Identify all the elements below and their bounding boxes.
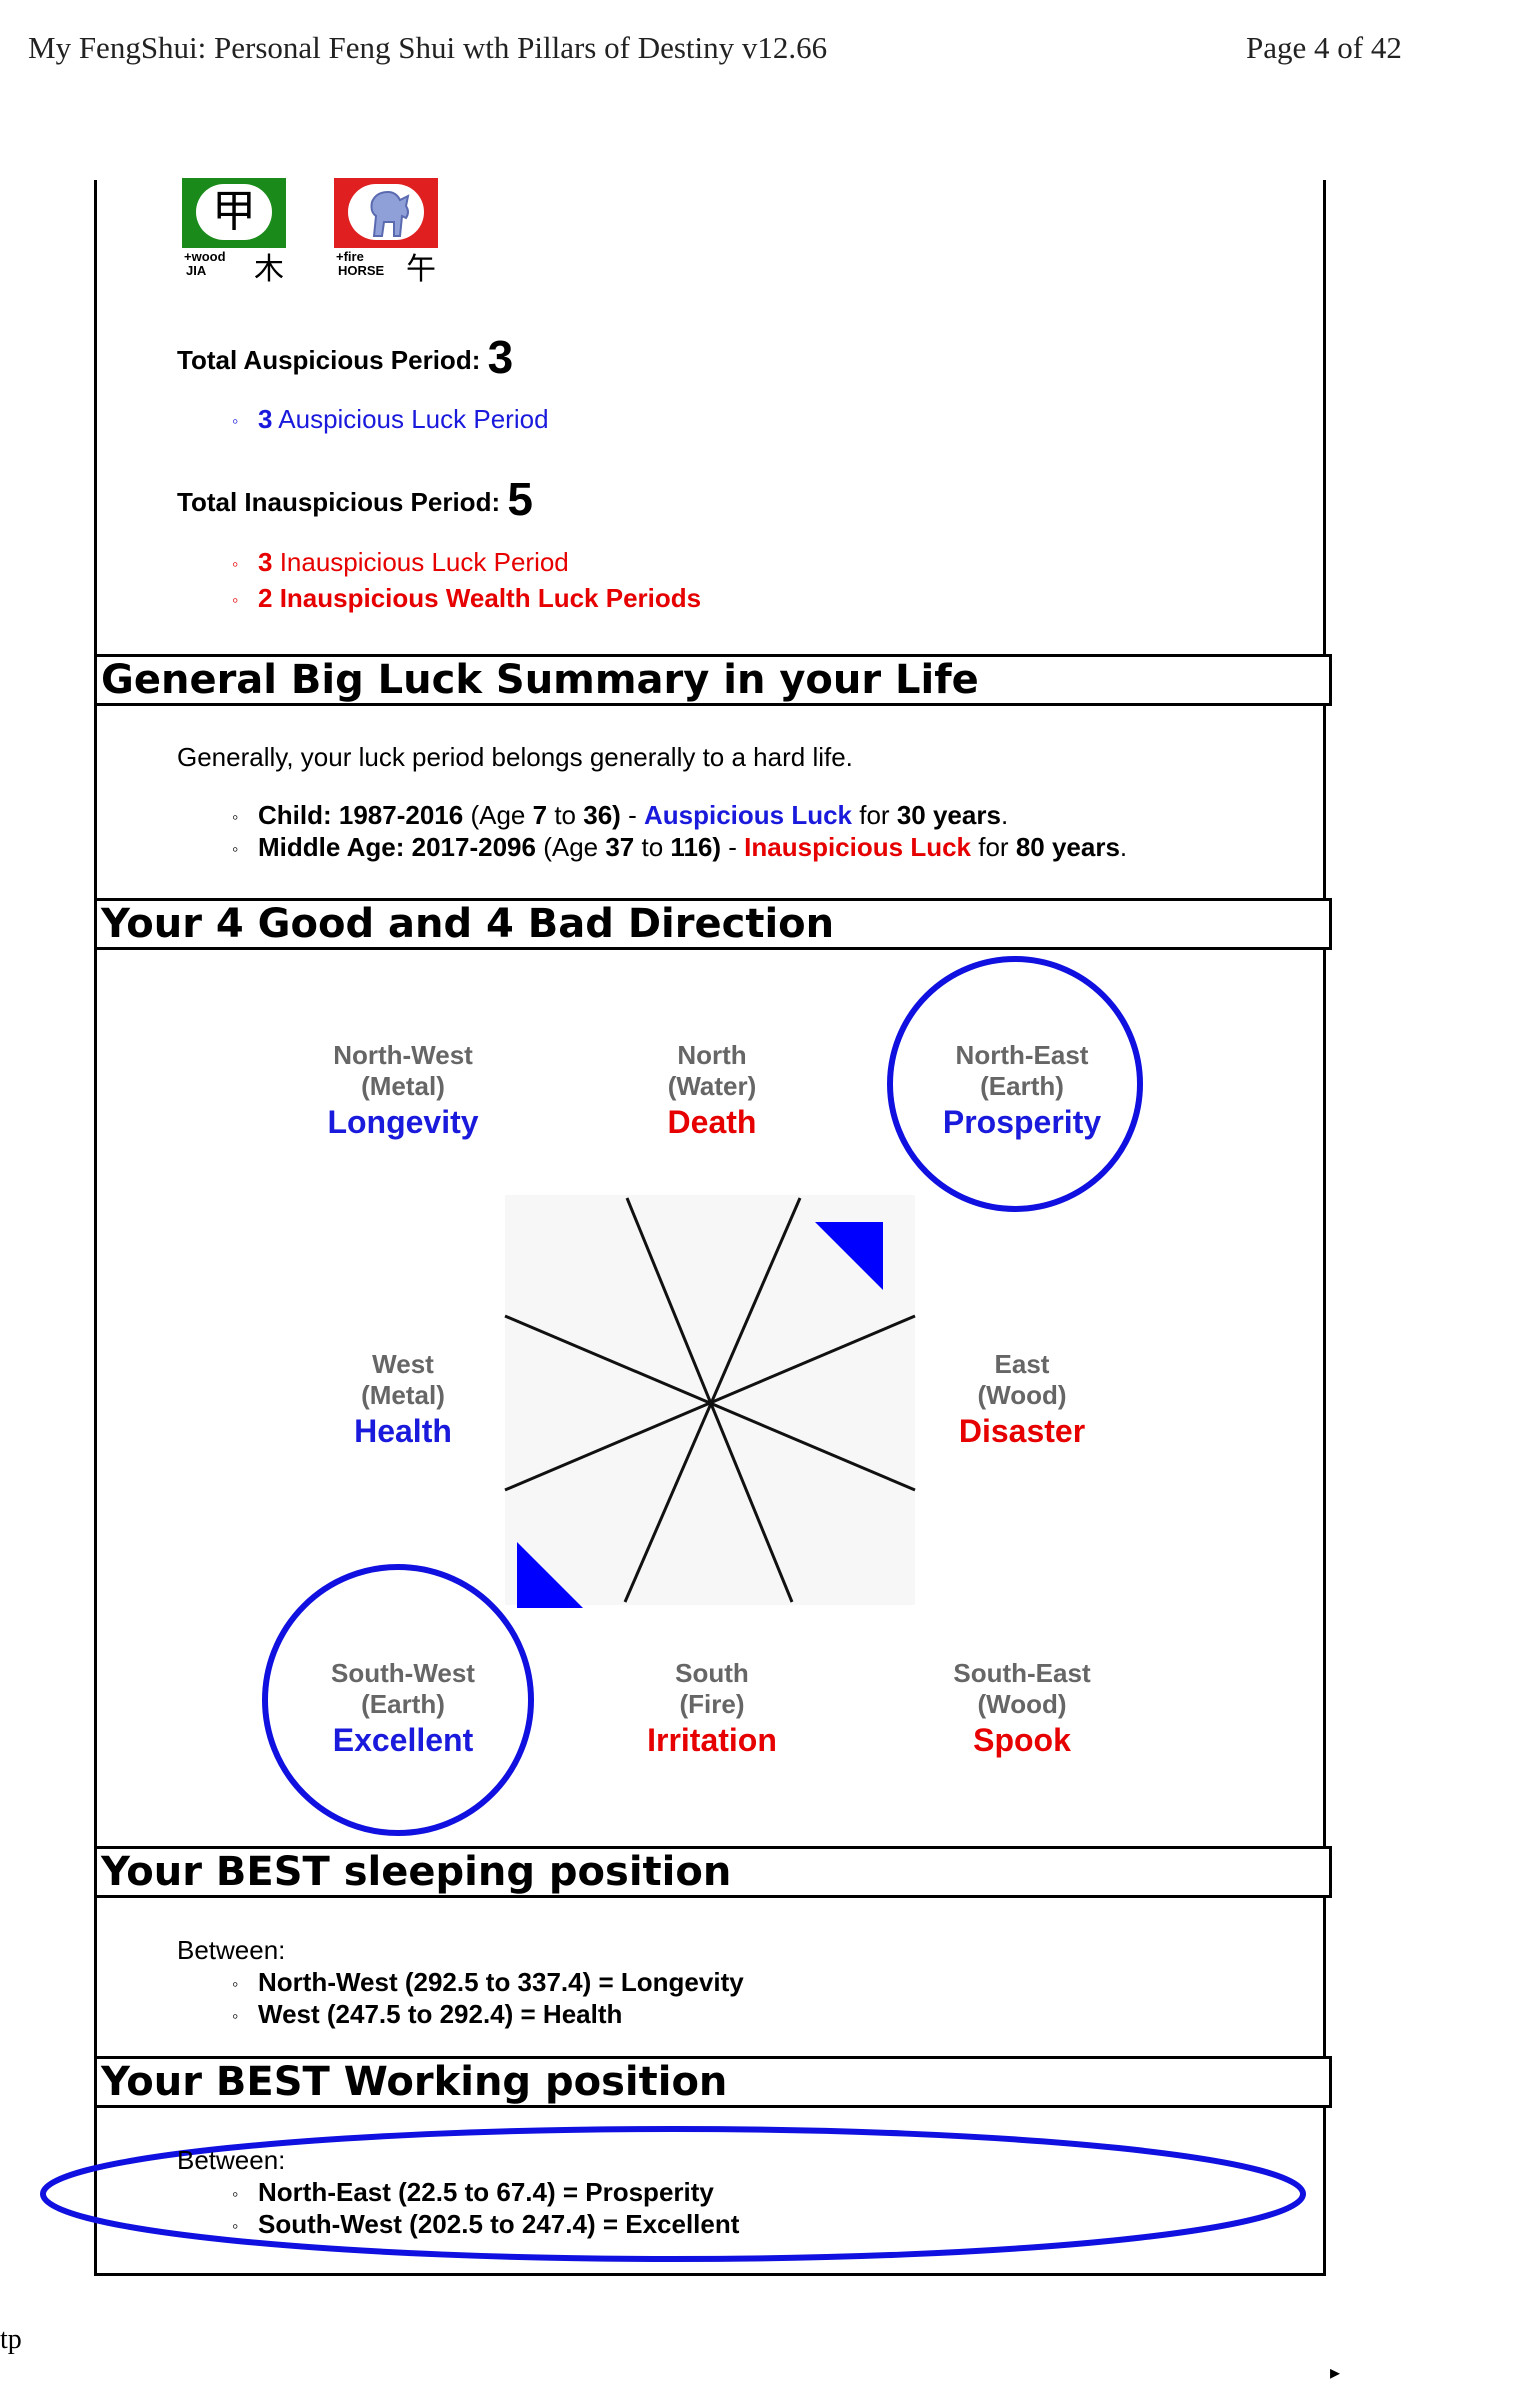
- working-position-highlight: [40, 2126, 1306, 2262]
- ne-highlight-circle: [887, 956, 1143, 1212]
- fire-horse-pillar-icon: +fire HORSE 午: [334, 178, 438, 287]
- inauspicious-item-2: ◦2 Inauspicious Wealth Luck Periods: [232, 583, 702, 613]
- page-number: Page 4 of 42: [1246, 30, 1402, 65]
- jia-label-bottom: JIA: [186, 263, 207, 278]
- inauspicious-item-1: ◦3 Inauspicious Luck Period: [232, 547, 569, 577]
- cursor-arrow-icon: ▸: [1330, 2362, 1341, 2384]
- direction-north-east: North-East (Earth) Prosperity: [942, 1040, 1102, 1140]
- horse-element-glyph: 午: [406, 252, 436, 287]
- horse-label-top: +fire: [336, 249, 364, 264]
- total-auspicious: Total Auspicious Period: 3: [177, 331, 514, 383]
- working-item: ◦North-East (22.5 to 67.4) = Prosperity: [232, 2177, 714, 2207]
- direction-south: South (Fire) Irritation: [647, 1658, 777, 1758]
- sw-highlight-circle: [262, 1564, 534, 1836]
- direction-west: West (Metal) Health: [354, 1349, 452, 1449]
- jia-stem-glyph: 甲: [196, 184, 272, 240]
- direction-north: North (Water) Death: [667, 1040, 757, 1140]
- clipped-footer-text: tp: [0, 2324, 22, 2355]
- direction-east: East (Wood) Disaster: [958, 1349, 1086, 1449]
- direction-south-east: South-East (Wood) Spook: [953, 1658, 1091, 1758]
- total-inauspicious: Total Inauspicious Period: 5: [177, 473, 533, 525]
- working-between: Between:: [177, 2145, 286, 2175]
- sleeping-item: ◦North-West (292.5 to 337.4) = Longevity: [232, 1967, 744, 1997]
- ne-pointer-triangle: [815, 1222, 883, 1290]
- summary-middle-age: ◦Middle Age: 2017-2096 (Age 37 to 116) -…: [232, 832, 1128, 862]
- horse-label-bottom: HORSE: [338, 263, 385, 278]
- directions-section-title: Your 4 Good and 4 Bad Direction: [94, 898, 1332, 950]
- inauspicious-total-value: 5: [507, 473, 533, 525]
- horse-icon: [370, 190, 410, 237]
- working-item: ◦South-West (202.5 to 247.4) = Excellent: [232, 2209, 740, 2239]
- auspicious-item: ◦3 Auspicious Luck Period: [232, 404, 549, 434]
- sw-pointer-triangle: [517, 1542, 583, 1608]
- sleeping-between: Between:: [177, 1935, 286, 1965]
- direction-south-west: South-West (Earth) Excellent: [331, 1658, 475, 1758]
- jia-wood-pillar-icon: 甲 +wood JIA 木: [182, 178, 286, 287]
- jia-label-top: +wood: [184, 249, 226, 264]
- document-title: My FengShui: Personal Feng Shui wth Pill…: [28, 30, 828, 65]
- direction-north-west: North-West (Metal) Longevity: [327, 1040, 479, 1140]
- summary-section-title: General Big Luck Summary in your Life: [94, 654, 1332, 706]
- sleeping-item: ◦West (247.5 to 292.4) = Health: [232, 1999, 623, 2029]
- sleeping-section-title: Your BEST sleeping position: [94, 1846, 1332, 1898]
- content-frame: [94, 180, 1326, 2276]
- summary-child: ◦Child: 1987-2016 (Age 7 to 36) - Auspic…: [232, 800, 1009, 830]
- summary-intro: Generally, your luck period belongs gene…: [177, 742, 853, 772]
- working-section-title: Your BEST Working position: [94, 2056, 1332, 2108]
- auspicious-total-value: 3: [487, 331, 514, 383]
- jia-element-glyph: 木: [254, 252, 284, 287]
